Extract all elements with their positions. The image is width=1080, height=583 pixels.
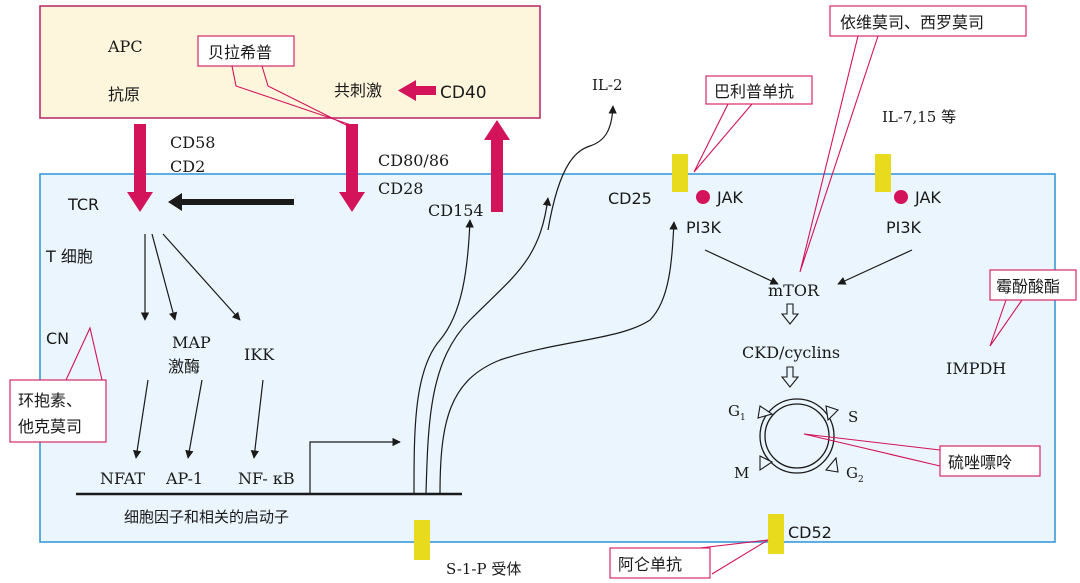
belatacept-callout: 贝拉希普 [197, 35, 355, 129]
impdh-label: IMPDH [946, 359, 1006, 378]
basiliximab-callout: 巴利普单抗 [693, 75, 813, 173]
basiliximab-label: 巴利普单抗 [714, 82, 794, 101]
nfat-label: NFAT [100, 469, 145, 488]
cd154-to-cd40-arrow [484, 120, 510, 212]
apc-to-tcr-arrow [127, 124, 153, 212]
s-phase-label: S [848, 408, 858, 426]
map-to-ap1-line [185, 379, 203, 459]
s1p-receptor [414, 520, 430, 560]
tcr-label: TCR [67, 195, 99, 214]
curve-to-il2 [547, 105, 617, 231]
pi3k-label-2: PI3K [886, 218, 922, 237]
mtor-to-ckd-arrow [780, 303, 800, 325]
tacrolimus-label: 他克莫司 [18, 417, 82, 436]
map-label: MAP [172, 333, 211, 352]
ikk-to-nfkb-line [250, 379, 264, 459]
cd154-label: CD154 [428, 201, 484, 220]
g1-subscript: 1 [740, 413, 746, 423]
everolimus-sirolimus-callout: 依维莫司、西罗莫司 [799, 5, 1027, 273]
cd52-label: CD52 [788, 523, 832, 542]
mtor-label: mTOR [768, 281, 820, 300]
mycophenolate-callout: 霉酚酸酯 [989, 269, 1077, 347]
azathioprine-callout: 硫唑嘌呤 [803, 433, 1041, 477]
cd25-label: CD25 [608, 189, 652, 208]
ckd-to-cycle-arrow [780, 366, 800, 388]
g2-subscript: 2 [858, 475, 864, 485]
azathioprine-label: 硫唑嘌呤 [948, 453, 1012, 472]
tcr-to-map-line [151, 233, 178, 321]
jak-label-1: JAK [716, 188, 743, 207]
apc-label: APC [107, 37, 143, 56]
cyclosporine-tacrolimus-callout: 环抱素、 他克莫司 [9, 326, 107, 443]
il7-15-receptor [875, 154, 891, 192]
nfkb-label: NF- κB [238, 469, 295, 488]
jak-label-2: JAK [914, 188, 941, 207]
cd58-label: CD58 [170, 133, 215, 152]
pi3k1-to-mtor-line [704, 249, 779, 285]
cd80-to-cd28-arrow [339, 124, 365, 212]
curve-to-il2-inner [425, 197, 552, 495]
belatacept-label: 贝拉希普 [208, 43, 272, 62]
jak-dot-2 [894, 190, 908, 204]
cd80-86-label: CD80/86 [378, 151, 449, 170]
cd28-to-tcr-arrow [168, 193, 294, 211]
cn-to-nfat-line [132, 379, 149, 459]
ckd-label: CKD/cyclins [742, 343, 840, 362]
pi3k-label-1: PI3K [686, 218, 722, 237]
cd25-receptor [672, 154, 688, 192]
curve-to-pi3k [439, 221, 678, 495]
alemtuzumab-callout: 阿仑单抗 [609, 539, 769, 579]
cd52-receptor [768, 514, 784, 554]
il2-label: IL-2 [592, 76, 623, 94]
g2-label: G2 [846, 464, 864, 485]
everolimus-sirolimus-label: 依维莫司、西罗莫司 [840, 13, 984, 32]
curve-to-cd154 [413, 219, 474, 495]
transcription-start-arrow [309, 437, 401, 494]
cd40-to-costim-arrow [398, 80, 436, 101]
cn-label: CN [46, 329, 69, 348]
cell-cycle [757, 398, 840, 474]
ap1-label: AP-1 [165, 469, 203, 488]
il7-15-label: IL-7,15 等 [882, 108, 956, 126]
s1p-receptor-label: S-1-P 受体 [446, 560, 521, 578]
tcr-to-ikk-line [162, 233, 241, 321]
jak-dot-1 [696, 190, 710, 204]
m-phase-label: M [734, 464, 749, 482]
mycophenolate-label: 霉酚酸酯 [996, 277, 1060, 296]
t-cell-body [39, 173, 1056, 543]
cd40-label: CD40 [440, 83, 487, 103]
cd2-label: CD2 [170, 157, 205, 176]
antigen-label: 抗原 [108, 85, 140, 104]
pi3k2-to-mtor-line [837, 249, 913, 285]
ikk-label: IKK [244, 345, 275, 364]
g1-label: G1 [728, 402, 746, 423]
alemtuzumab-label: 阿仑单抗 [618, 555, 682, 574]
kinase-label: 激酶 [168, 357, 200, 376]
promoter-label: 细胞因子和相关的启动子 [124, 508, 289, 526]
t-cell-label: T 细胞 [45, 247, 93, 266]
costimulation-label: 共刺激 [334, 81, 382, 100]
cyclosporine-label: 环抱素、 [18, 391, 82, 410]
cd28-label: CD28 [378, 179, 423, 198]
